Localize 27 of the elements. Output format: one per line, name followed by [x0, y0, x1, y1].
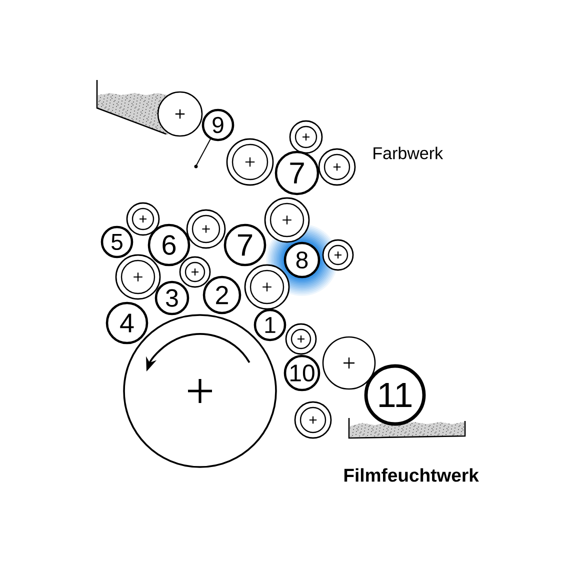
numbered-roller: 4 — [106, 302, 148, 344]
roller — [115, 254, 161, 300]
roller — [285, 323, 317, 355]
numbered-roller: 8 — [284, 242, 320, 278]
numbered-roller: 11 — [364, 364, 426, 426]
roller — [179, 256, 211, 288]
roller — [226, 138, 274, 186]
roller — [294, 401, 332, 439]
roller — [126, 202, 160, 236]
numbered-roller: 2 — [202, 276, 242, 314]
roller — [186, 209, 226, 249]
label: Filmfeuchtwerk — [344, 468, 479, 482]
numbered-roller: 7 — [274, 150, 320, 196]
label: Farbwerk — [374, 146, 444, 160]
roller — [289, 120, 323, 154]
roller — [244, 264, 290, 310]
numbered-roller: 10 — [284, 354, 320, 392]
roller — [157, 91, 203, 137]
numbered-roller: 5 — [100, 226, 134, 258]
numbered-roller: 3 — [154, 280, 190, 316]
roller — [264, 197, 310, 243]
numbered-roller: 9 — [202, 108, 234, 142]
numbered-roller: 1 — [254, 308, 286, 342]
numbered-roller: 7 — [224, 224, 266, 266]
roller — [322, 239, 354, 271]
roller — [318, 148, 356, 186]
numbered-roller: 6 — [148, 224, 190, 266]
